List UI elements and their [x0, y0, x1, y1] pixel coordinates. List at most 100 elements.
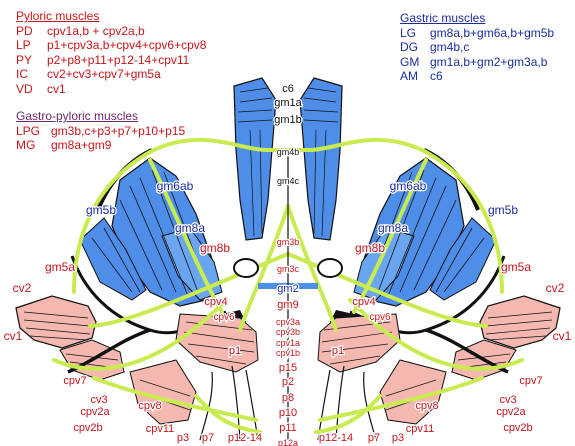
label-gm2: gm2: [277, 283, 298, 295]
label-p7: p7: [368, 432, 380, 444]
legend-text: p1+cpv3a,b+cpv4+cpv6+cpv8: [47, 38, 206, 52]
label-cpv6: cpv6: [369, 312, 391, 323]
legend-row: LPGgm3b,c+p3+p7+p10+p15: [16, 124, 185, 139]
label-gm8b: gm8b: [200, 241, 230, 255]
legend-code: IC: [16, 67, 47, 82]
legend-code: LPG: [16, 124, 51, 139]
legend-text: gm8a+gm9: [51, 138, 111, 152]
label-gm4b: gm4b: [277, 147, 300, 157]
legend-text: cv2+cv3+cpv7+gm5a: [47, 67, 161, 81]
legend-text: c6: [430, 69, 443, 83]
label-cpv3a: cpv3a: [276, 317, 300, 327]
legend-text: gm4b,c: [430, 40, 469, 54]
legend-code: DG: [400, 40, 430, 55]
label-cpv8: cpv8: [138, 400, 161, 412]
label-p12-14: p12-14: [228, 432, 262, 444]
label-cv3: cv3: [90, 394, 107, 406]
legend-code: MG: [16, 138, 51, 153]
label-cpv1a: cpv1a: [276, 338, 300, 348]
legend-text: gm3b,c+p3+p7+p10+p15: [51, 124, 185, 138]
label-p10: p10: [279, 407, 297, 419]
legend-code: LP: [16, 38, 47, 53]
label-gm3b: gm3b: [277, 237, 300, 247]
label-p1: p1: [229, 345, 241, 357]
label-cpv11: cpv11: [146, 423, 175, 435]
label-cpv2a: cpv2a: [80, 406, 110, 418]
label-gm8b: gm8b: [355, 241, 385, 255]
label-cpv7: cpv7: [63, 375, 86, 387]
label-gm5a: gm5a: [45, 260, 75, 274]
label-cpv2b: cpv2b: [503, 422, 532, 434]
legend-gastric-title: Gastric muscles: [400, 11, 554, 26]
label-cpv11: cpv11: [406, 423, 435, 435]
label-gm5a: gm5a: [501, 260, 531, 274]
label-gm6ab: gm6ab: [157, 179, 194, 193]
label-cpv4: cpv4: [204, 296, 227, 308]
label-p12a: p12a: [278, 438, 298, 446]
label-p8: p8: [282, 392, 294, 404]
legend-pyloric-muscles: Pyloric muscles PDcpv1a,b + cpv2a,b LPp1…: [16, 9, 206, 96]
cv-muscle-lateral-left: [16, 296, 96, 348]
label-cv1: cv1: [4, 329, 23, 343]
label-gm3c: gm3c: [277, 264, 300, 274]
label-cv1: cv1: [553, 329, 572, 343]
label-gm8a: gm8a: [378, 221, 408, 235]
label-p3: p3: [392, 432, 404, 444]
label-gm5b: gm5b: [488, 203, 518, 217]
label-p12-14: p12-14: [319, 432, 353, 444]
label-gm4c: gm4c: [277, 176, 300, 186]
label-gm1b: gm1b: [274, 114, 302, 126]
label-cpv6: cpv6: [213, 312, 235, 323]
legend-text: cv1: [47, 82, 66, 96]
label-p11: p11: [279, 422, 297, 434]
legend-text: p2+p8+p11+p12-14+cpv11: [47, 53, 189, 67]
label-gm1a: gm1a: [274, 97, 302, 109]
label-cpv2b: cpv2b: [73, 422, 102, 434]
legend-code: AM: [400, 69, 430, 84]
legend-code: VD: [16, 82, 47, 97]
label-c6: c6: [282, 83, 294, 95]
legend-text: gm1a,b+gm2+gm3a,b: [430, 55, 547, 69]
label-cpv3b: cpv3b: [276, 327, 300, 337]
label-cv2: cv2: [13, 281, 32, 295]
legend-pyloric-title: Pyloric muscles: [16, 9, 206, 24]
label-cv3: cv3: [499, 394, 516, 406]
legend-gastropyloric-title: Gastro-pyloric muscles: [16, 109, 185, 124]
label-cpv2a: cpv2a: [496, 406, 526, 418]
label-cv2: cv2: [546, 281, 565, 295]
legend-row: AMc6: [400, 69, 554, 84]
label-gm8a: gm8a: [175, 221, 205, 235]
legend-code: LG: [400, 26, 430, 41]
cv-muscle-lateral-right: [480, 296, 560, 348]
legend-text: cpv1a,b + cpv2a,b: [47, 24, 145, 38]
label-gm9: gm9: [277, 299, 298, 311]
label-p7: p7: [202, 432, 214, 444]
label-p3: p3: [177, 432, 189, 444]
label-cpv4: cpv4: [352, 296, 375, 308]
label-gm6ab: gm6ab: [390, 179, 427, 193]
label-p15: p15: [279, 362, 297, 374]
label-cpv7: cpv7: [519, 375, 542, 387]
label-cpv8: cpv8: [415, 400, 438, 412]
label-gm5b: gm5b: [86, 203, 116, 217]
legend-row: PYp2+p8+p11+p12-14+cpv11: [16, 53, 206, 68]
label-cpv1b: cpv1b: [276, 348, 300, 358]
gm3-ossicle-left: [234, 259, 258, 277]
legend-code: GM: [400, 55, 430, 70]
legend-row: DGgm4b,c: [400, 40, 554, 55]
legend-text: gm8a,b+gm6a,b+gm5b: [430, 26, 554, 40]
legend-code: PY: [16, 53, 47, 68]
label-p2: p2: [282, 376, 294, 388]
gm3-ossicle-right: [318, 259, 342, 277]
label-p1: p1: [332, 345, 344, 357]
